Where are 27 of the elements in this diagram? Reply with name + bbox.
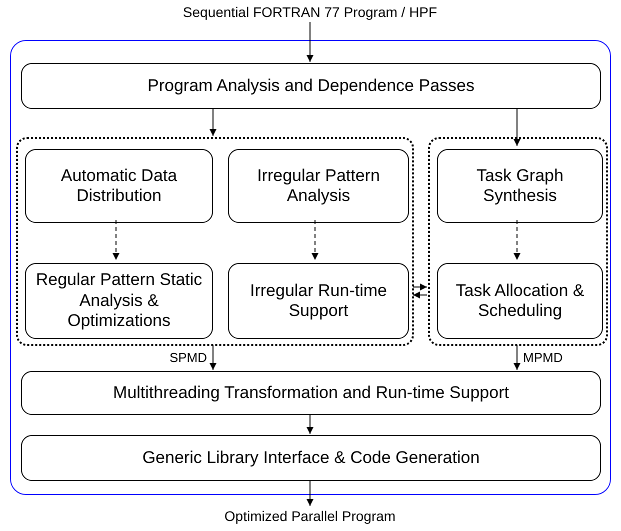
input-label: Sequential FORTRAN 77 Program / HPF <box>110 2 510 22</box>
arrow <box>306 480 314 506</box>
process-box: Automatic Data Distribution <box>25 149 213 223</box>
process-box: Multithreading Transformation and Run-time Support <box>21 371 601 415</box>
arrow <box>514 108 520 146</box>
edge-label: SPMD <box>167 350 209 366</box>
process-box: Generic Library Interface & Code Generation <box>21 435 601 481</box>
process-box: Irregular Pattern Analysis <box>228 149 409 223</box>
group-frame <box>16 137 414 346</box>
dashed-arrow <box>514 220 520 260</box>
arrow <box>306 414 314 434</box>
arrow <box>210 108 216 136</box>
dashed-arrow <box>312 220 318 260</box>
process-box: Task Allocation & Scheduling <box>437 263 603 339</box>
process-box: Irregular Run-time Support <box>228 263 409 339</box>
arrow <box>210 344 216 370</box>
arrow <box>412 284 428 290</box>
dashed-arrow <box>112 220 120 260</box>
arrow <box>514 344 520 370</box>
output-label: Optimized Parallel Program <box>110 506 510 526</box>
arrow <box>306 22 314 62</box>
outer-frame <box>10 40 611 495</box>
group-frame <box>428 137 608 346</box>
process-box: Regular Pattern Static Analysis & Optimizations <box>25 263 213 339</box>
arrow <box>412 292 428 298</box>
process-box: Task Graph Synthesis <box>437 149 603 223</box>
process-box: Program Analysis and Dependence Passes <box>21 63 601 109</box>
